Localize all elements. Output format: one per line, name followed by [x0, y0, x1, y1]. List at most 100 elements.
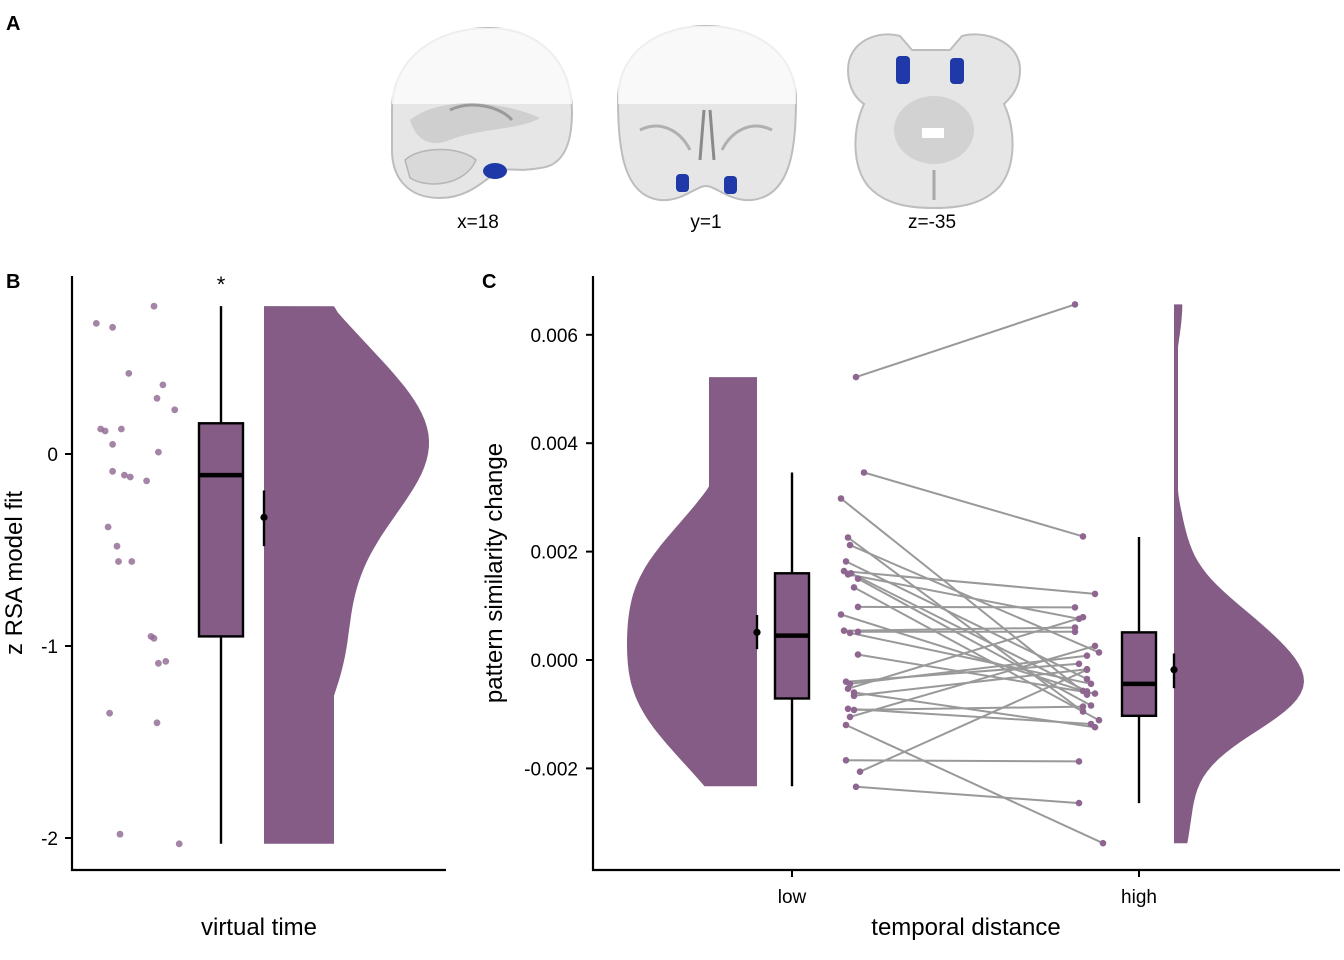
panel-c-pair-line [847, 573, 1080, 620]
panel-c-point-low [850, 706, 858, 714]
panel-c-point-high [1087, 720, 1095, 728]
panel-c-pair-line [840, 613, 1084, 692]
panel-c-point-low [846, 541, 854, 549]
panel-c-point-high [1079, 533, 1087, 540]
panel-b-point [109, 441, 116, 448]
panel-b-violin [264, 306, 429, 844]
panel-b-point [125, 370, 133, 377]
panel-b-box [197, 422, 245, 638]
panel-c-point-high [1091, 690, 1099, 697]
panel-c-point-low [850, 584, 858, 591]
panel-c-point-low [844, 705, 852, 713]
brain-slices: x=18 y=1 z=-35 [391, 24, 1022, 233]
panel-c-point-high [1099, 839, 1107, 847]
panel-letter-a: A [6, 13, 20, 35]
panel-c-pair-line [847, 707, 1092, 725]
roi-axial-left [896, 56, 910, 84]
panel-b-point [150, 634, 158, 642]
panel-c-violin-high [1174, 304, 1304, 844]
panel-c-pair-line [845, 560, 1088, 680]
panel-c-point-low [854, 651, 862, 658]
brain-slice-axial [846, 33, 1022, 210]
panel-c-point-low [852, 783, 860, 791]
panel-c-point-low [854, 603, 862, 611]
panel-letter-c: C [482, 271, 496, 293]
panel-b-point [153, 394, 161, 402]
panel-c-pair-line [843, 570, 1096, 595]
panel-b-point [109, 323, 116, 331]
panel-c-point-low [846, 629, 854, 637]
panel-c-pair-line [859, 668, 1088, 773]
panel-c-pair-line [847, 536, 1084, 713]
panel-c-point-high [1087, 702, 1095, 709]
panel-c-pair-line [853, 586, 1100, 722]
roi-axial-right [950, 58, 964, 84]
brain-slice-coronal [616, 24, 798, 202]
chart-panel-c: low high temporal distance pattern simil… [481, 276, 1340, 941]
panel-c-high-box [1120, 631, 1158, 718]
panel-c-point-high [1075, 758, 1083, 765]
panel-b-point [116, 830, 124, 838]
panel-c-point-low [844, 571, 852, 578]
panel-b-x-title: virtual time [201, 914, 317, 941]
panel-c-ytick-label: 0.004 [530, 434, 578, 455]
panel-c-point-high [1075, 660, 1083, 668]
panel-b-ytick-label: 0 [47, 445, 58, 466]
panel-b-mean [260, 513, 268, 521]
panel-b-point [162, 658, 170, 665]
panel-b-point [171, 406, 179, 414]
panel-b-point [150, 302, 158, 310]
panel-c-point-high [1079, 708, 1087, 715]
panel-c-low-mean [753, 628, 761, 636]
panel-c-pair-line [843, 626, 1076, 632]
panel-c-ytick-label: -0.002 [524, 759, 578, 780]
panel-c-point-high [1083, 652, 1091, 659]
panel-c-point-high [1091, 642, 1099, 650]
panel-c-point-high [1071, 628, 1079, 636]
roi-coronal-left [676, 174, 689, 192]
roi-coronal-right [724, 176, 737, 194]
panel-c-pair-line [849, 631, 1092, 685]
panel-c-point-low [842, 757, 850, 764]
panel-b-point [121, 471, 128, 479]
panel-c-point-low [844, 534, 852, 541]
panel-c-point-high [1071, 301, 1079, 308]
panel-c-xtick-low: low [778, 887, 807, 908]
panel-c-x-title: temporal distance [871, 914, 1060, 941]
panel-b-point [92, 320, 100, 327]
panel-c-point-high [1075, 799, 1083, 807]
panel-c-point-high [1079, 687, 1087, 695]
brain-slice-sagittal [391, 26, 574, 200]
panel-c-pair-line [855, 785, 1080, 805]
panel-c-pair-line [863, 471, 1084, 538]
panel-c-point-high [1083, 675, 1091, 683]
panel-c-pair-line [857, 605, 1076, 609]
panel-c-xtick-high: high [1121, 887, 1157, 908]
panel-c-point-low [854, 575, 862, 582]
panel-c-point-high [1095, 716, 1103, 724]
panel-letter-b: B [6, 271, 20, 293]
panel-c-pair-line [855, 303, 1076, 379]
panel-b-ytick-label: -1 [41, 637, 58, 658]
panel-c-point-low [854, 628, 862, 636]
slice-label-coronal: y=1 [690, 212, 721, 233]
panel-b-point [155, 448, 162, 456]
panel-c-point-low [860, 469, 868, 476]
chart-panel-b: virtual time z RSA model fit -2-10 * [1, 272, 446, 941]
panel-c-high-mean [1170, 666, 1178, 674]
panel-c-point-low [840, 627, 848, 634]
panel-c-pair-line [847, 616, 1084, 690]
panel-c-y-title: pattern similarity change [481, 443, 508, 703]
panel-c-ytick-label: 0.002 [530, 543, 578, 564]
panel-b-ytick-label: -2 [41, 829, 58, 850]
panel-b-point [175, 840, 183, 848]
panel-c-violin-low [627, 377, 757, 787]
panel-c-point-low [844, 685, 852, 692]
panel-c-ytick-label: 0.000 [530, 651, 578, 672]
panel-c-pair-line [853, 705, 1084, 711]
panel-c-ytick-label: 0.006 [530, 326, 578, 347]
panel-c-point-low [842, 558, 850, 565]
panel-c-point-high [1071, 604, 1079, 611]
panel-b-point [115, 558, 122, 565]
panel-c-point-low [842, 721, 850, 729]
